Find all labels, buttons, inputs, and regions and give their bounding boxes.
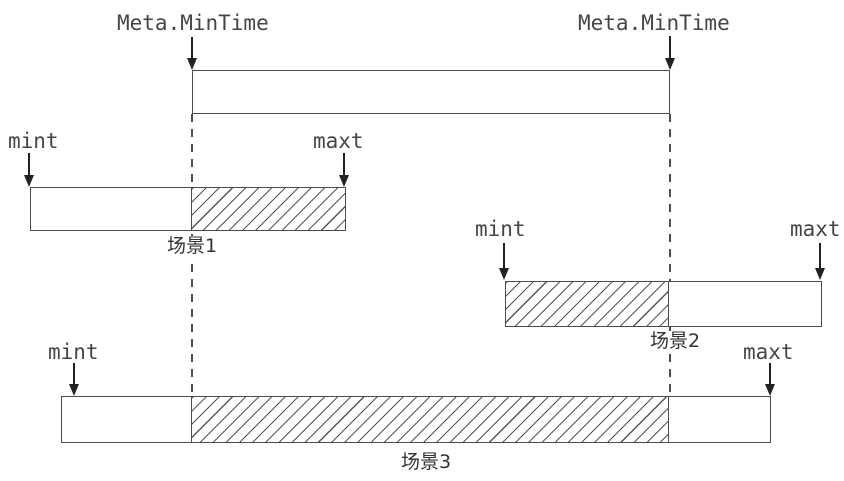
meta-mintime-right-down-arrow-icon <box>664 36 676 70</box>
scenario-2-name: 场景2 <box>648 330 703 352</box>
scenario-1-outside-range-segment <box>31 188 191 230</box>
arrow-head <box>499 268 509 280</box>
scenario-1-mint-down-arrow-icon <box>23 153 35 187</box>
arrow-head <box>339 175 349 187</box>
arrow-shaft <box>669 36 671 58</box>
arrow-head <box>765 384 775 396</box>
meta-time-range-bar <box>192 70 670 114</box>
meta-mintime-label-right: Meta.MinTime <box>578 11 730 35</box>
scenario-1-overlap-segment <box>191 188 345 230</box>
scenario-1-bar <box>30 187 346 231</box>
scenario-1-mint-label: mint <box>8 129 59 153</box>
scenario-3-maxt-label: maxt <box>743 340 794 364</box>
scenario-2-outside-range-segment <box>669 282 821 326</box>
scenario-2-mint-down-arrow-icon <box>498 243 510 280</box>
arrow-shaft <box>769 363 771 384</box>
arrow-head <box>187 58 197 70</box>
arrow-shaft <box>343 153 345 175</box>
scenario-2-maxt-down-arrow-icon <box>814 243 826 280</box>
scenario-3-right-outside-segment <box>669 397 770 442</box>
scenario-2-overlap-segment <box>506 282 669 326</box>
arrow-head <box>24 175 34 187</box>
meta-mintime-label-left: Meta.MinTime <box>117 11 269 35</box>
arrow-shaft <box>191 37 193 58</box>
arrow-shaft <box>503 243 505 268</box>
scenario-2-bar <box>505 281 822 327</box>
scenario-3-bar <box>61 396 771 443</box>
scenario-3-maxt-down-arrow-icon <box>764 363 776 396</box>
scenario-3-overlap-segment <box>191 397 669 442</box>
scenario-3-name: 场景3 <box>399 451 454 473</box>
scenario-3-left-outside-segment <box>62 397 191 442</box>
arrow-head <box>69 384 79 396</box>
meta-mintime-left-down-arrow-icon <box>186 37 198 70</box>
scenario-3-mint-down-arrow-icon <box>68 363 80 396</box>
scenario-1-maxt-down-arrow-icon <box>338 153 350 187</box>
scenario-1-name: 场景1 <box>165 235 220 257</box>
arrow-shaft <box>819 243 821 268</box>
dashed-guideline-right <box>669 114 671 396</box>
scenario-2-maxt-label: maxt <box>790 217 841 241</box>
arrow-shaft <box>28 153 30 175</box>
scenario-1-maxt-label: maxt <box>313 129 364 153</box>
scenario-3-mint-label: mint <box>48 340 99 364</box>
arrow-head <box>665 58 675 70</box>
arrow-head <box>815 268 825 280</box>
arrow-shaft <box>73 363 75 384</box>
scenario-2-mint-label: mint <box>475 217 526 241</box>
